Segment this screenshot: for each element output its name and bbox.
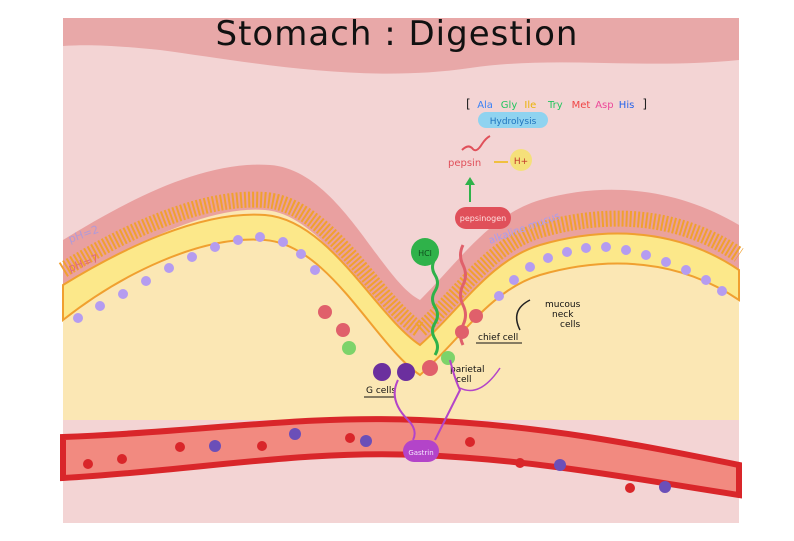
pepsinogen-bubble	[455, 207, 511, 229]
cell-nucleus	[164, 263, 174, 273]
cell-nucleus	[509, 275, 519, 285]
mucous-label-line: cells	[560, 320, 580, 330]
cell-nucleus	[95, 301, 105, 311]
page-title: Stomach : Digestion	[215, 14, 579, 54]
blood-cell	[360, 435, 372, 447]
blood-cell	[659, 481, 671, 493]
blood-cell	[345, 433, 355, 443]
cell-nucleus	[255, 232, 265, 242]
blood-cell	[515, 458, 525, 468]
arrow-head-icon	[465, 177, 475, 185]
blood-cell	[209, 440, 221, 452]
stomach-wall-top	[63, 18, 739, 74]
parietal-pointer	[459, 367, 501, 392]
chief-cell-nucleus	[469, 309, 483, 323]
blood-cell	[117, 454, 127, 464]
blood-cell	[289, 428, 301, 440]
amino-acid-label: Ile	[524, 100, 536, 111]
amino-acid-label: Asp	[595, 100, 613, 111]
chief-cell-nucleus	[336, 323, 350, 337]
cell-nucleus	[701, 275, 711, 285]
cell-nucleus	[681, 265, 691, 275]
amino-acid-label: [	[466, 97, 471, 111]
chief-cell-label: chief cell	[478, 333, 518, 343]
mucous-neck-cells-label: mucous neck cells	[545, 300, 583, 330]
cell-nucleus	[661, 257, 671, 267]
blood-cells	[83, 428, 671, 493]
cell-nucleus	[543, 253, 553, 263]
g-cell-nucleus	[373, 363, 391, 381]
blood-cell	[175, 442, 185, 452]
cell-nucleus	[278, 237, 288, 247]
pepsin-label: pepsin	[448, 158, 481, 169]
h-plus-bubble	[510, 149, 532, 171]
cell-nucleus	[210, 242, 220, 252]
amino-acid-list: [ Ala Gly Ile Try Met Asp His]	[466, 97, 647, 111]
chief-cell-nucleus	[318, 305, 332, 319]
parietal-label-line: parietal	[450, 365, 485, 375]
cell-nucleus	[494, 291, 504, 301]
parietal-label-line: cell	[456, 375, 472, 385]
hydrolysis-label: Hydrolysis	[490, 117, 537, 127]
cell-nucleus	[562, 247, 572, 257]
mucous-pointer	[515, 299, 531, 331]
protein-squiggle	[461, 135, 491, 152]
amino-acid-label: Met	[572, 100, 591, 111]
cell-nucleus	[187, 252, 197, 262]
blood-cell	[83, 459, 93, 469]
blood-cell	[257, 441, 267, 451]
cell-nucleus	[233, 235, 243, 245]
blood-vessel	[60, 416, 742, 499]
gastrin-path	[393, 379, 416, 441]
parietal-cell-nucleus	[342, 341, 356, 355]
cell-nucleus	[296, 249, 306, 259]
g-cell-nucleus	[397, 363, 415, 381]
hydrolysis-highlight	[478, 112, 548, 128]
amino-acid-label: Gly	[501, 100, 518, 111]
amino-acid-label: His	[619, 100, 635, 111]
cell-nucleus	[141, 276, 151, 286]
parietal-cell-nucleus	[441, 351, 455, 365]
cell-nucleus	[310, 265, 320, 275]
cell-nucleus	[601, 242, 611, 252]
blood-cell	[625, 483, 635, 493]
gastrin-path	[434, 359, 462, 441]
blood-cell	[465, 437, 475, 447]
gastrin-label: Gastrin	[408, 449, 433, 457]
mucous-label-line: neck	[552, 310, 574, 320]
cell-nucleus	[717, 286, 727, 296]
chief-cell-nucleus	[422, 360, 438, 376]
cell-nucleus	[641, 250, 651, 260]
parietal-cell-label: parietal cell	[450, 365, 487, 385]
mucous-label-line: mucous	[545, 300, 581, 310]
h-plus-label: H+	[514, 157, 528, 167]
cell-nucleus	[73, 313, 83, 323]
amino-acid-label: ]	[642, 97, 647, 111]
mucus-layer	[63, 164, 739, 350]
amino-acid-label: Ala	[477, 100, 493, 111]
amino-acid-label: Try	[547, 100, 563, 111]
pepsinogen-label: pepsinogen	[460, 214, 507, 223]
gastrin-bubble	[403, 440, 439, 462]
blood-cell	[554, 459, 566, 471]
cell-nucleus	[621, 245, 631, 255]
hcl-bubble	[411, 238, 439, 266]
g-cells-label: G cells	[366, 386, 396, 396]
cell-nuclei	[73, 232, 727, 323]
cell-nucleus	[118, 289, 128, 299]
cell-nucleus	[581, 243, 591, 253]
cell-nucleus	[525, 262, 535, 272]
pepsinogen-secretion-path	[459, 244, 467, 346]
hcl-label: HCl	[418, 249, 432, 258]
hcl-secretion-path	[431, 258, 439, 356]
